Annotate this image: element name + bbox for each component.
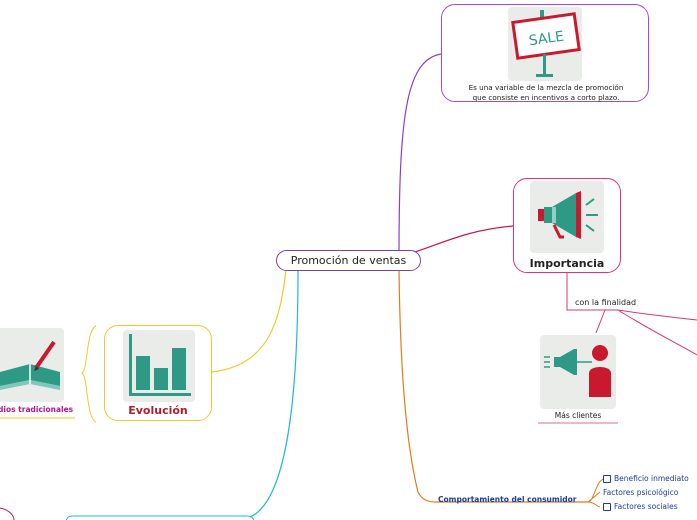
definition-node[interactable]: SALE Es una variable de la mezcla de pro… [441, 4, 649, 102]
link-definition [398, 53, 442, 261]
link-importance [414, 225, 514, 253]
link-clients [595, 309, 606, 334]
sale-sign-icon: SALE [508, 7, 582, 81]
bottom-cyan-node [65, 515, 255, 520]
link-consumer [398, 267, 588, 503]
consumer-behavior-node[interactable]: Comportamiento del consumidor [438, 495, 577, 504]
link-evolution-bracket [80, 325, 97, 423]
link-evolution [211, 269, 287, 373]
consumer-item-3-label: Factores sociales [614, 502, 678, 511]
checkbox-icon [603, 502, 611, 511]
definition-text: Es una variable de la mezcla de promoció… [448, 83, 644, 103]
link-cyan-bottom [249, 269, 299, 518]
traditional-media-label: dios tradicionales [0, 405, 74, 414]
definition-line-2: que consiste en incentivos a corto plazo… [472, 93, 620, 102]
consumer-item-1-label: Beneficio inmediato [614, 474, 689, 483]
more-clients-node[interactable]: Más clientes [540, 335, 616, 425]
link-imp-down [566, 273, 618, 311]
bottom-left-node-edge [0, 507, 15, 520]
evolution-title: Evolución [128, 404, 188, 417]
consumer-item-2-label: Factores psicológico [603, 488, 679, 497]
definition-line-1: Es una variable de la mezcla de promoció… [468, 83, 624, 92]
megaphone-icon [530, 181, 604, 253]
consumer-item-2[interactable]: Factores psicológico [603, 488, 678, 497]
bar-chart-icon [123, 330, 195, 402]
book-pen-icon [0, 328, 64, 402]
central-topic-label: Promoción de ventas [290, 254, 407, 267]
evolution-node[interactable]: Evolución [104, 325, 212, 421]
importance-node[interactable]: Importancia [513, 178, 621, 273]
link-consumer-items [587, 478, 605, 508]
central-topic[interactable]: Promoción de ventas [276, 250, 421, 271]
importance-title: Importancia [529, 257, 605, 270]
checkbox-icon [603, 474, 611, 483]
link-imp-right [617, 309, 697, 356]
speaker-person-icon [540, 335, 616, 409]
sale-sign-text: SALE [528, 29, 565, 50]
more-clients-label: Más clientes [554, 411, 602, 420]
consumer-item-3[interactable]: Factores sociales [603, 502, 678, 511]
purpose-link-label: con la finalidad [575, 298, 637, 307]
consumer-item-1[interactable]: Beneficio inmediato [603, 474, 689, 483]
